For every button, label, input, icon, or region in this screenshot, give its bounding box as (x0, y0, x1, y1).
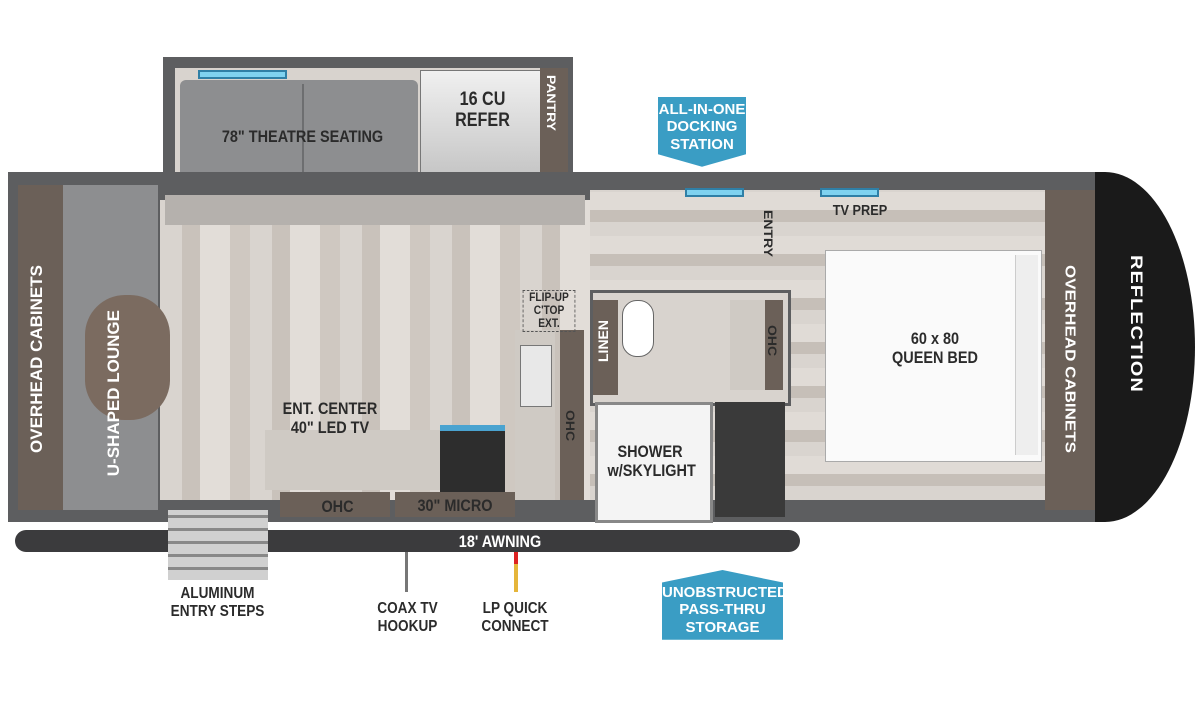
brand-logo: REFLECTION (1126, 255, 1146, 393)
micro-cabinet (395, 492, 515, 517)
overhead-cabinets-right (1045, 190, 1095, 510)
ohc-kitchen-label: OHC (563, 410, 578, 442)
flip-up-label: FLIP-UP C'TOP EXT. (522, 290, 576, 332)
lounge-table (85, 295, 170, 420)
stove (440, 425, 505, 496)
window (685, 188, 744, 197)
awning-label: 18' AWNING (458, 532, 542, 551)
lp-label: LP QUICK CONNECT (481, 600, 549, 635)
coax-label: COAX TV HOOKUP (377, 600, 438, 635)
window (198, 70, 287, 79)
lounge-label: U-SHAPED LOUNGE (104, 310, 123, 477)
coax-line (405, 552, 408, 592)
toilet (622, 300, 654, 357)
ent-center-counter (265, 430, 440, 490)
ohc-bath-label: OHC (765, 325, 780, 357)
front-ohc (280, 492, 390, 517)
overhead-cabinets-right-label: OVERHEAD CABINETS (1061, 265, 1079, 453)
refer-label: 16 CU REFER (455, 89, 510, 131)
steps-label: ALUMINUM ENTRY STEPS (170, 585, 265, 620)
seat-divider (302, 84, 304, 184)
queen-bed (825, 250, 1042, 462)
bath-sink (730, 300, 765, 390)
queen-bed-label: 60 x 80 QUEEN BED (892, 329, 978, 367)
ohc-front-label: OHC (321, 497, 354, 516)
ent-center-label: ENT. CENTER 40" LED TV (282, 399, 378, 437)
sink (520, 345, 552, 407)
closet (715, 402, 785, 517)
window (820, 188, 879, 197)
kitchen-ohc (560, 330, 584, 500)
linen-label: LINEN (595, 320, 611, 362)
entry-steps (168, 510, 268, 580)
entry-label: ENTRY (761, 210, 776, 257)
shower-label: SHOWER w/SKYLIGHT (607, 442, 696, 480)
tv-prep-label: TV PREP (832, 202, 888, 219)
theatre-seating-label: 78" THEATRE SEATING (221, 127, 384, 146)
pantry-label: PANTRY (544, 75, 559, 131)
awning (15, 530, 800, 552)
linen (593, 300, 618, 395)
bed-pillow (1015, 255, 1038, 455)
shower (595, 402, 713, 523)
lp-connector (514, 552, 518, 592)
micro-label: 30" MICRO (417, 496, 493, 515)
docking-station-callout: ALL-IN-ONE DOCKING STATION (658, 97, 746, 167)
bath-ohc (765, 300, 783, 390)
pass-thru-storage-callout: UNOBSTRUCTED PASS-THRU STORAGE (662, 570, 783, 640)
overhead-cabinets-left (18, 185, 63, 510)
counter-top (165, 195, 585, 225)
overhead-cabinets-left-label: OVERHEAD CABINETS (27, 265, 46, 453)
